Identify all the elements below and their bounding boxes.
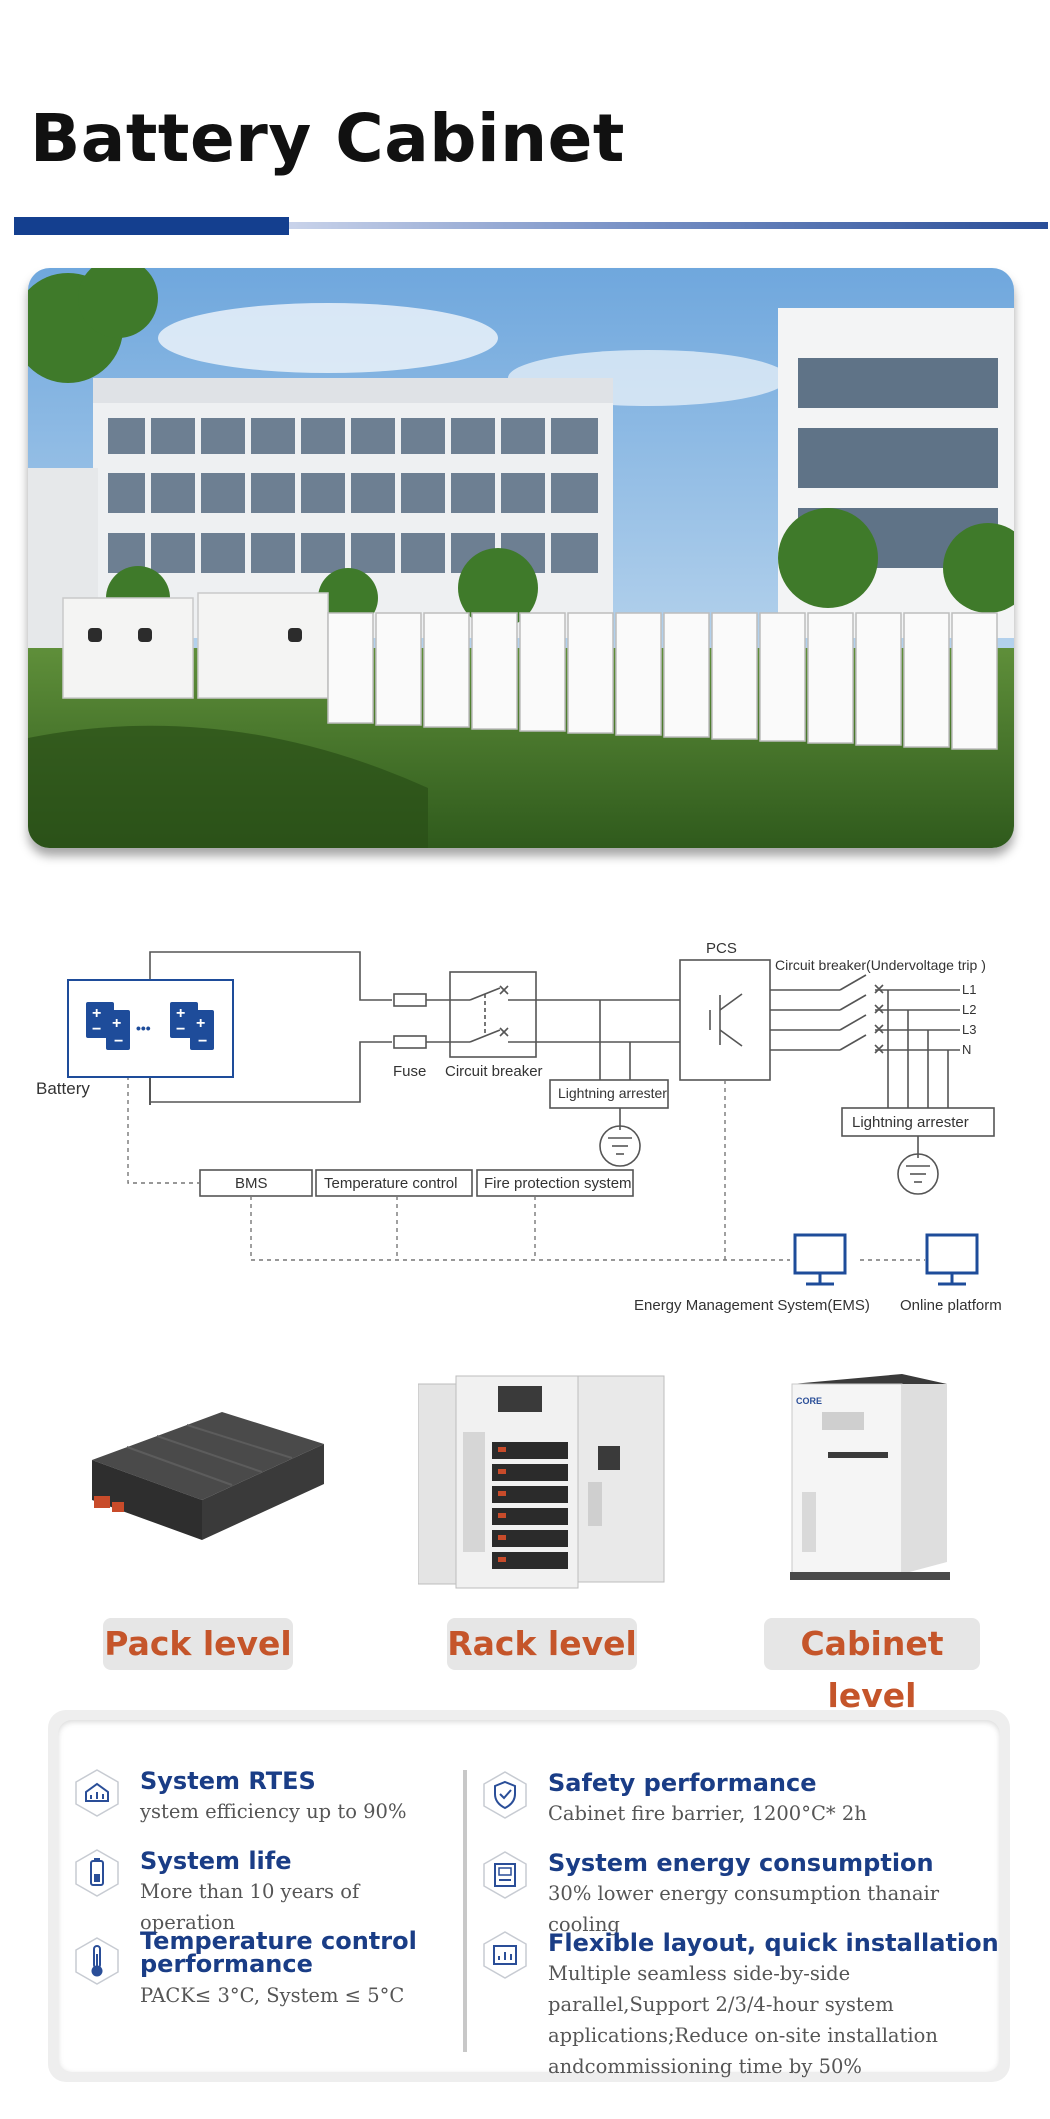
online-platform-label: Online platform (900, 1297, 1002, 1314)
svg-text:+: + (176, 1005, 185, 1022)
lightning-arrester-label-2: Lightning arrester (852, 1114, 969, 1131)
chart-house-icon (75, 1769, 119, 1817)
feature-divider (463, 1770, 467, 2052)
feature-text: More than 10 years of operation (140, 1880, 360, 1934)
ems-label: Energy Management System(EMS) (634, 1297, 870, 1314)
fuse-label: Fuse (393, 1063, 426, 1080)
svg-text:−: − (176, 1021, 185, 1038)
svg-text:+: + (196, 1015, 205, 1032)
pcs-label: PCS (706, 940, 737, 957)
feature-text: 30% lower energy consumption thanair coo… (548, 1882, 940, 1936)
circuit-breaker-label: Circuit breaker (445, 1063, 543, 1080)
svg-text:−: − (198, 1033, 207, 1050)
lightning-arrester-label-1: Lightning arrester (558, 1085, 667, 1101)
feature-safety-performance: Safety performance Cabinet fire barrier,… (480, 1770, 990, 1840)
feature-system-rtes: System RTES ystem efficiency up to 90% (72, 1768, 452, 1838)
page-title: Battery Cabinet (30, 100, 625, 177)
layout-chart-icon (483, 1931, 527, 1979)
battery-label: Battery (36, 1079, 90, 1098)
feature-title: System RTES (140, 1767, 316, 1795)
svg-text:+: + (112, 1015, 121, 1032)
feature-text: ystem efficiency up to 90% (140, 1800, 407, 1823)
feature-title: Flexible layout, quick installation (548, 1929, 999, 1957)
feature-text: Multiple seamless side-by-side parallel,… (548, 1962, 938, 2078)
l2-label: L2 (962, 1002, 976, 1017)
feature-panel: System RTES ystem efficiency up to 90% S… (48, 1710, 1010, 2082)
feature-text: Cabinet fire barrier, 1200°C* 2h (548, 1802, 867, 1825)
temperature-control-label: Temperature control (324, 1175, 457, 1192)
feature-system-life: System life More than 10 years of operat… (72, 1847, 452, 1934)
circuit-breaker-uv-label: Circuit breaker(Undervoltage trip ) (775, 957, 986, 973)
cabinet-image: CORE (782, 1372, 952, 1584)
battery-icon (75, 1849, 119, 1897)
hero-photo (28, 268, 1014, 848)
feature-title: System life (140, 1847, 292, 1875)
pack-image (72, 1400, 332, 1570)
n-label: N (962, 1042, 971, 1057)
fire-protection-label: Fire protection system (484, 1175, 632, 1192)
pack-level-label: Pack level (103, 1618, 293, 1670)
energy-meter-icon (483, 1851, 527, 1899)
feature-energy-consumption: System energy consumption 30% lower ener… (480, 1849, 990, 1936)
title-underline (14, 217, 1048, 235)
svg-text:•••: ••• (136, 1020, 151, 1036)
l3-label: L3 (962, 1022, 976, 1037)
thermometer-icon (75, 1937, 119, 1985)
feature-text: PACK≤ 3°C, System ≤ 5°C (140, 1984, 405, 2007)
rack-image (417, 1372, 666, 1592)
feature-temperature-control: Temperature control performance PACK≤ 3°… (72, 1927, 452, 2030)
svg-text:−: − (92, 1021, 101, 1038)
feature-title: Temperature control performance (140, 1927, 417, 1978)
svg-text:−: − (114, 1033, 123, 1050)
shield-icon (483, 1771, 527, 1819)
rack-level-label: Rack level (447, 1618, 637, 1670)
system-diagram: + + − − + + − − ••• Battery Fuse Circuit… (30, 930, 1030, 1330)
bms-label: BMS (235, 1175, 268, 1192)
feature-flexible-layout: Flexible layout, quick installation Mult… (480, 1929, 1000, 2078)
cabinet-brand: CORE (796, 1396, 822, 1406)
l1-label: L1 (962, 982, 976, 997)
feature-title: System energy consumption (548, 1849, 934, 1877)
svg-text:+: + (92, 1005, 101, 1022)
cabinet-level-label: Cabinet level (764, 1618, 980, 1715)
feature-title: Safety performance (548, 1769, 817, 1797)
